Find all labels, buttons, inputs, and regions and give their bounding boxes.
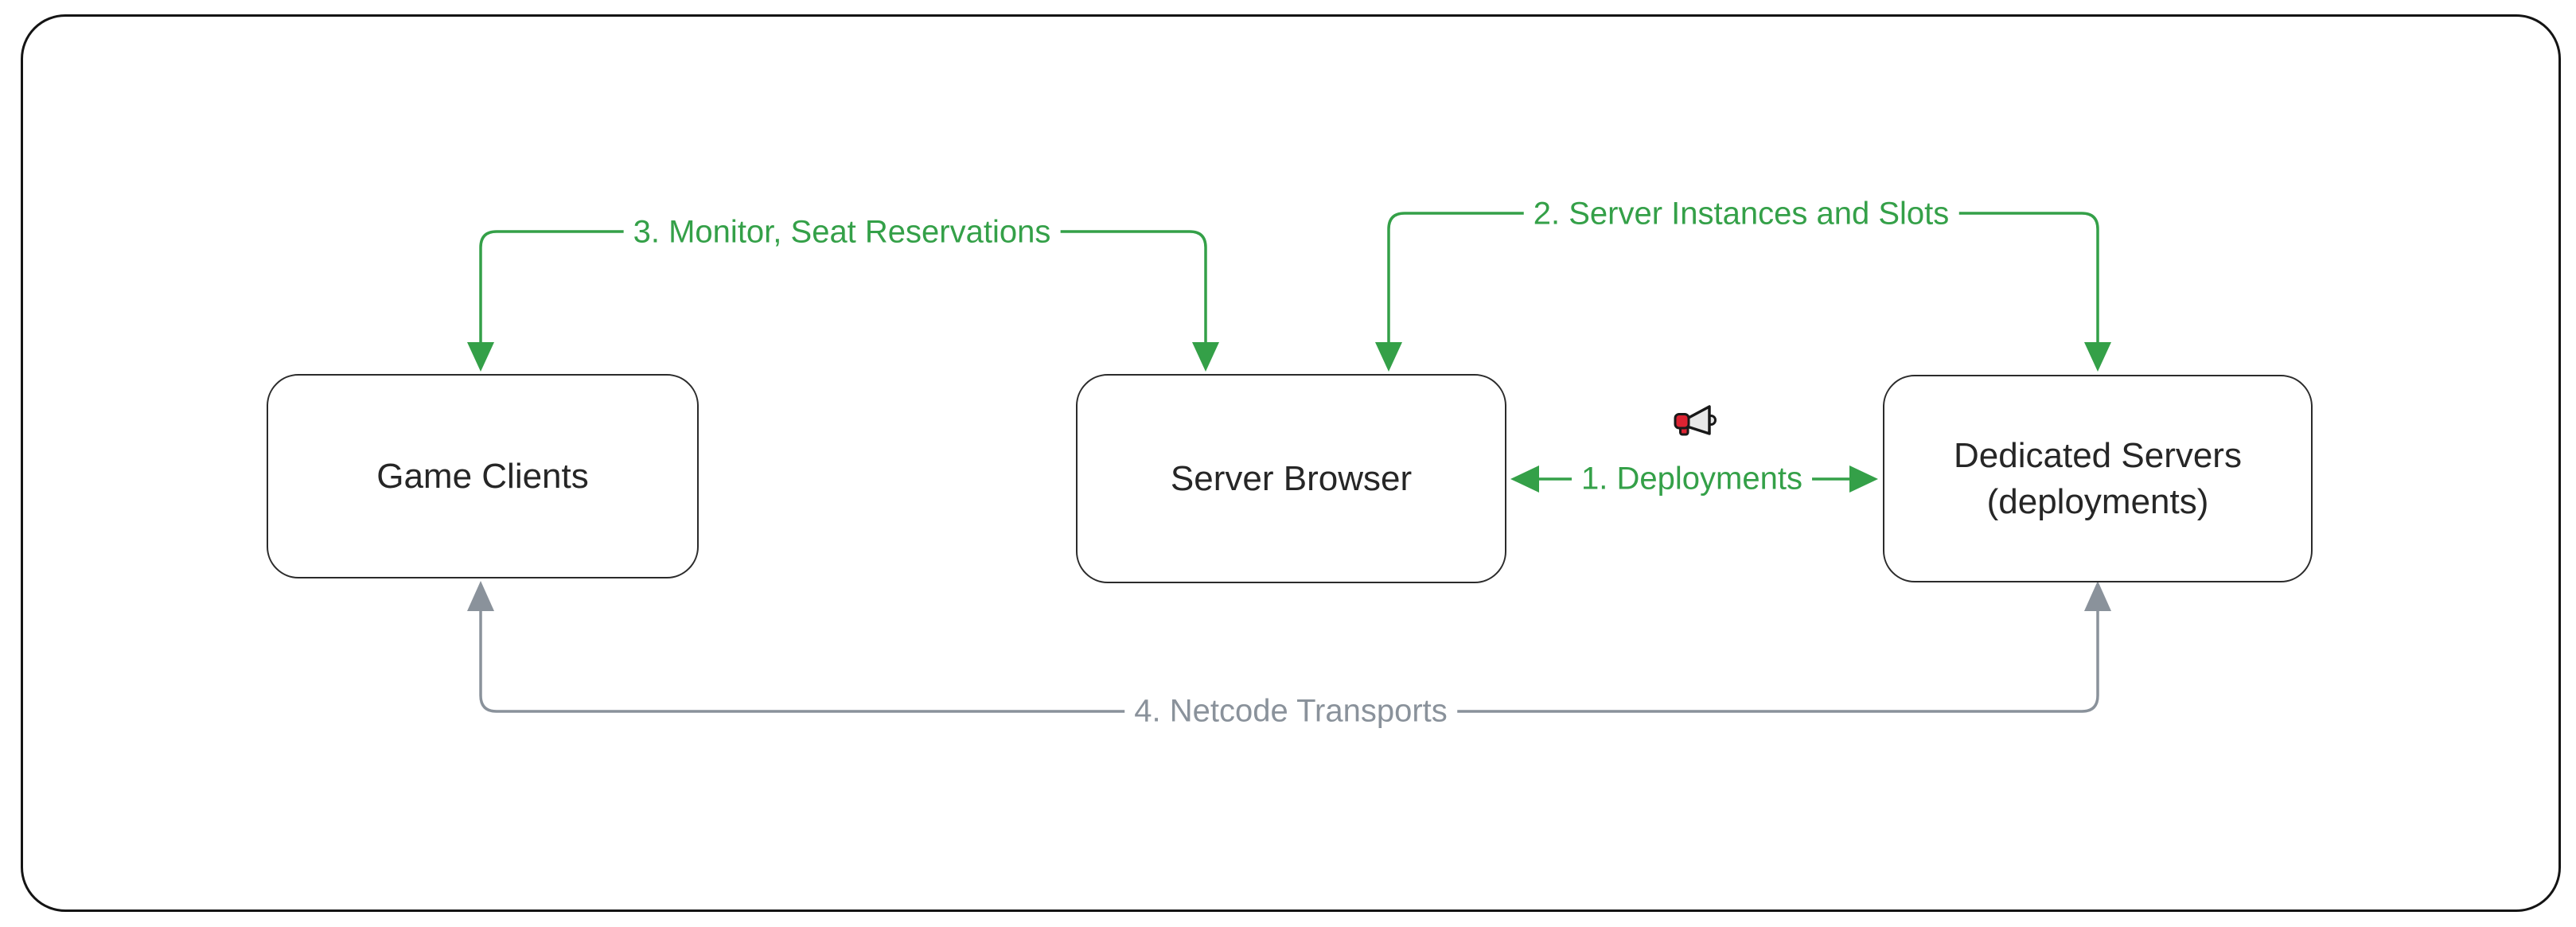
- node-game-clients-label: Game Clients: [376, 456, 589, 496]
- megaphone-body: [1674, 413, 1690, 430]
- megaphone-icon: [1674, 405, 1717, 436]
- node-game-clients: Game Clients: [267, 374, 699, 578]
- node-server-browser: Server Browser: [1076, 374, 1506, 583]
- edge-deployments-arrowhead-right: [1849, 465, 1878, 493]
- edge-instances-arrowhead-left: [1375, 342, 1402, 372]
- edge-label-monitor: 3. Monitor, Seat Reservations: [623, 212, 1061, 252]
- edge-netcode-arrowhead-right: [2084, 581, 2111, 611]
- edge-label-netcode: 4. Netcode Transports: [1124, 691, 1457, 731]
- edge-netcode-arrowhead-left: [467, 581, 494, 611]
- edge-monitor-arrowhead-right: [1192, 342, 1219, 372]
- node-server-browser-label: Server Browser: [1170, 458, 1413, 498]
- megaphone-cone: [1686, 405, 1711, 435]
- edge-label-instances: 2. Server Instances and Slots: [1523, 194, 1959, 234]
- edge-label-deployments: 1. Deployments: [1572, 459, 1812, 499]
- edge-deployments-arrowhead-left: [1510, 465, 1539, 493]
- edge-instances-arrowhead-right: [2084, 342, 2111, 372]
- node-dedicated-servers-label-line2: (deployments): [1986, 481, 2209, 521]
- node-dedicated-servers-label-line1: Dedicated Servers: [1954, 435, 2242, 475]
- edge-monitor-arrowhead-left: [467, 342, 494, 372]
- node-dedicated-servers: Dedicated Servers (deployments): [1883, 375, 2313, 582]
